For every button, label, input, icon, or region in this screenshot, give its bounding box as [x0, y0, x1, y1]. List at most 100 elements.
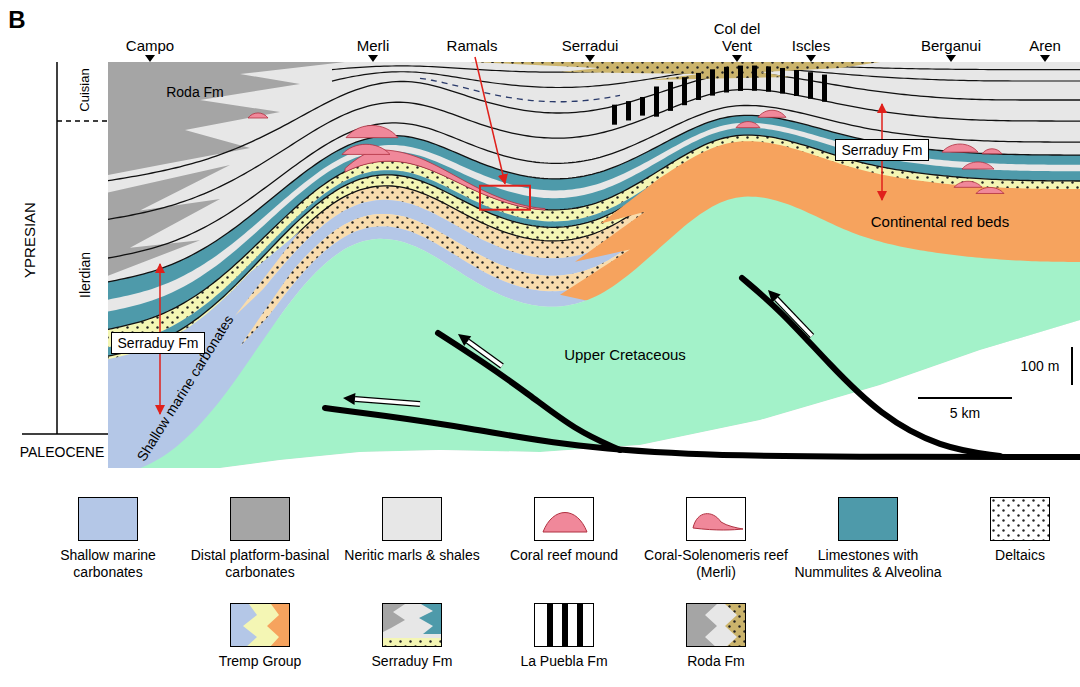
legend-item: La Puebla Fm [489, 603, 639, 670]
legend-item: Coral-Solenomeris reef (Merli) [641, 497, 791, 581]
serraduy-facies [383, 638, 442, 647]
legend-swatch [534, 497, 594, 541]
legend-item: Neritic marls & shales [337, 497, 487, 564]
axis-line [56, 62, 58, 434]
leader-arrow [475, 57, 505, 184]
la-puebla-bar [612, 105, 617, 125]
location-tick [806, 55, 816, 62]
highlight-box [480, 186, 530, 210]
unit-name: Continental red beds [871, 213, 1009, 230]
slip-arrow-head [458, 334, 471, 346]
formation-label: Serraduy Fm [842, 142, 923, 159]
coral-reef-mound [736, 122, 760, 128]
legend-swatch [686, 603, 746, 647]
la-puebla-bar [794, 70, 799, 96]
slip-arrow-outline [468, 341, 502, 366]
coral-reef-mound [954, 181, 982, 187]
legend-item: Distal platform-basinal carbonates [185, 497, 335, 581]
legend-label: Neritic marls & shales [337, 547, 487, 564]
tremp-facies [243, 604, 290, 647]
unit-name: Upper Cretaceous [564, 346, 686, 363]
roda-facies [725, 604, 746, 647]
roda-deltaic [470, 62, 880, 80]
horizon-line [100, 73, 1080, 182]
slip-arrow-head [768, 290, 781, 303]
scale-label: 100 m [1021, 358, 1060, 374]
la-puebla-bar [822, 75, 827, 102]
location-name: Aren [1029, 37, 1061, 54]
legend-label: Coral-Solenomeris reef (Merli) [641, 547, 791, 581]
legend-pattern [535, 498, 594, 541]
legend-item: Limestones with Nummulites & Alveolina [793, 497, 943, 581]
stage-name: Ilerdian [77, 252, 93, 298]
coral-reef-mound [942, 144, 978, 152]
location-name: Iscles [792, 37, 830, 54]
la-puebla-bar [640, 97, 645, 116]
serraduy-facies [419, 604, 442, 634]
axis-line [22, 433, 108, 435]
formation-name: Roda Fm [166, 84, 224, 100]
stage-name: PALEOCENE [20, 444, 105, 460]
la-puebla-bar [780, 68, 785, 94]
legend-label: Limestones with Nummulites & Alveolina [793, 547, 943, 581]
legend-swatch [686, 497, 746, 541]
la-puebla-bar [752, 66, 757, 91]
location-tick [1040, 55, 1050, 62]
slip-arrow [776, 299, 812, 336]
slip-arrow [468, 341, 502, 366]
roda-facies [687, 604, 717, 647]
la-puebla-bar [738, 66, 743, 91]
tremp-facies [267, 604, 290, 647]
coral-reef-mound [982, 149, 1002, 154]
stage-name: YPRESIAN [21, 202, 38, 278]
roda-facies [687, 604, 746, 647]
legend-label: Shallow marine carbonates [33, 547, 183, 581]
legend-label: Distal platform-basinal carbonates [185, 547, 335, 581]
la-puebla-bar [696, 73, 701, 100]
deltaic-dots [991, 498, 1050, 541]
location-tick [946, 55, 956, 62]
serraduy-facies [383, 604, 405, 632]
legend-swatch [230, 497, 290, 541]
slip-arrow-outline [776, 299, 812, 336]
legend-label: Serraduy Fm [337, 653, 487, 670]
location-tick [585, 55, 595, 62]
scale-bar [1071, 347, 1073, 385]
legend-swatch [230, 603, 290, 647]
legend-item: Deltaics [945, 497, 1080, 564]
slip-arrow [355, 399, 420, 404]
la-puebla-bar [766, 66, 771, 91]
la-puebla-bar [808, 72, 813, 99]
deltaic-dots [470, 62, 880, 80]
location-name: Ramals [447, 37, 498, 54]
stage-boundary [57, 120, 110, 121]
formation-box: Serraduy Fm [835, 139, 930, 162]
location-name: Berganui [921, 37, 981, 54]
legend-pattern [687, 604, 746, 647]
legend-item: Roda Fm [641, 603, 791, 670]
coral-reef-mound [543, 513, 587, 533]
location-name: Merli [357, 37, 390, 54]
legend-item: Serraduy Fm [337, 603, 487, 670]
la-puebla-bar [562, 604, 568, 647]
legend-swatch [534, 603, 594, 647]
slip-arrow-head [343, 393, 355, 405]
coral-reef-mound [962, 162, 994, 169]
coral-reef-mound [976, 187, 1004, 193]
legend-pattern [535, 604, 594, 647]
deltaic-dots [383, 638, 442, 647]
legend-swatch [78, 497, 138, 541]
legend-item: Tremp Group [185, 603, 335, 670]
distal-wedge [108, 62, 345, 175]
location-name: Serradui [562, 37, 619, 54]
la-puebla-bar [626, 101, 631, 120]
coral-reef-mound [346, 125, 398, 137]
legend-pattern [231, 604, 290, 647]
location-tick [145, 55, 155, 62]
la-puebla-bar [547, 604, 553, 647]
legend-label: Coral reef mound [489, 547, 639, 564]
la-puebla-bar [724, 67, 729, 93]
slip-arrow-outline [355, 399, 420, 404]
legend-label: Tremp Group [185, 653, 335, 670]
